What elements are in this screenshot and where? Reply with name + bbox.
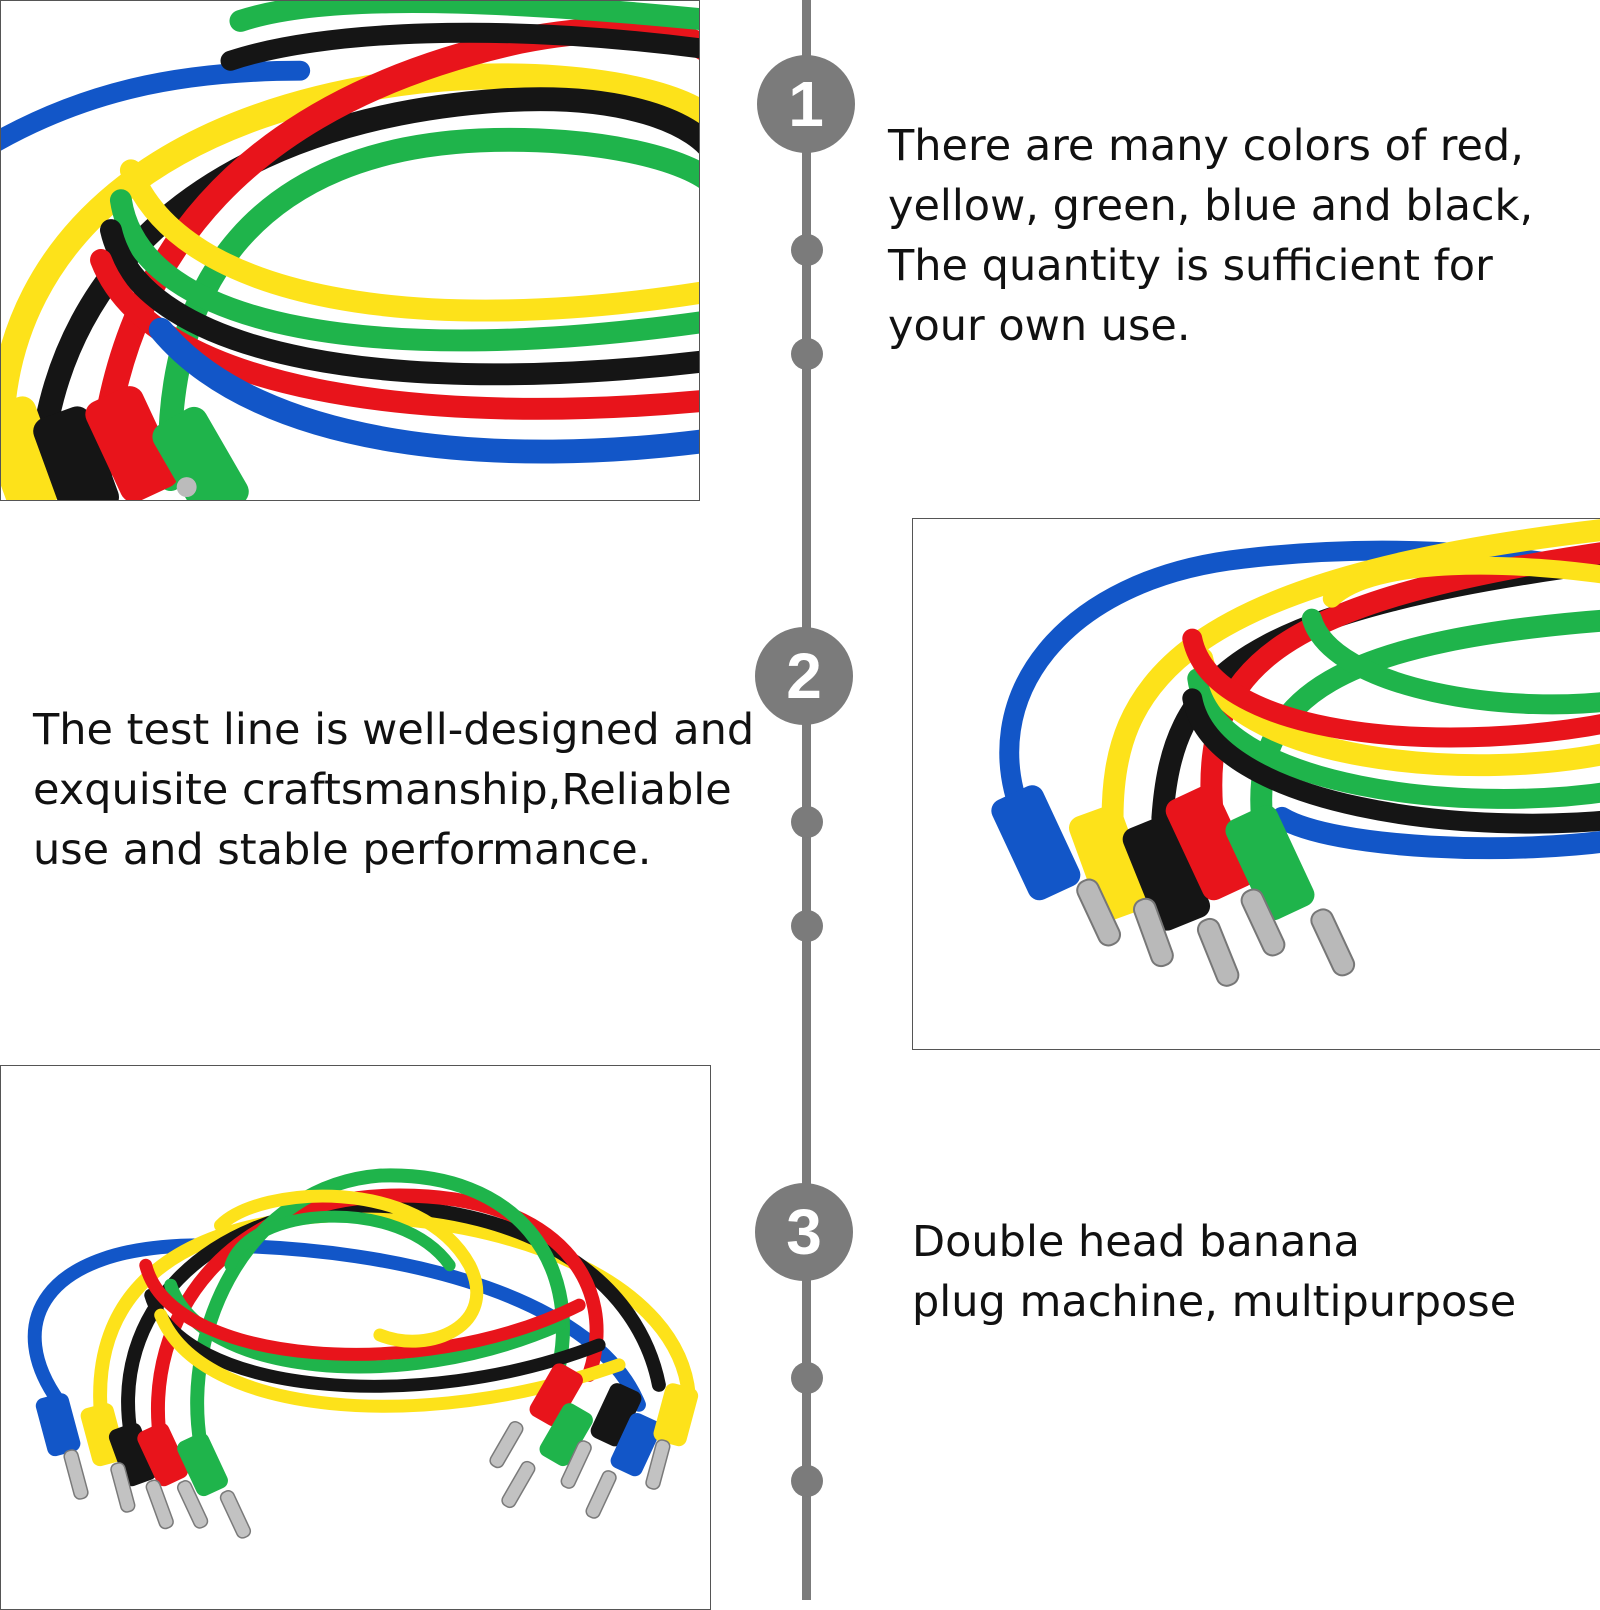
timeline-dot xyxy=(791,1362,823,1394)
cable-angled-illustration xyxy=(991,519,1600,987)
caption-line: yellow, green, blue and black, xyxy=(888,181,1534,231)
caption-line: your own use. xyxy=(888,301,1191,351)
product-photo-angled xyxy=(912,518,1600,1050)
cable-closeup-illustration xyxy=(1,1,699,500)
timeline-line xyxy=(802,0,811,1600)
step-1-badge: 1 xyxy=(757,55,855,153)
step-2-description: The test line is well-designed and exqui… xyxy=(33,700,773,880)
caption-line: use and stable performance. xyxy=(33,825,652,875)
timeline-dot xyxy=(791,338,823,370)
timeline-dot xyxy=(791,1465,823,1497)
caption-line: There are many colors of red, xyxy=(888,121,1524,171)
caption-line: The quantity is sufficient for xyxy=(888,241,1493,291)
product-photo-full-set xyxy=(0,1065,711,1610)
product-photo-closeup xyxy=(0,0,700,501)
caption-line: exquisite craftsmanship,Reliable xyxy=(33,765,732,815)
timeline-dot xyxy=(791,910,823,942)
step-3-badge: 3 xyxy=(755,1183,853,1281)
step-1-description: There are many colors of red, yellow, gr… xyxy=(888,116,1533,356)
step-3-description: Double head banana plug machine, multipu… xyxy=(912,1212,1516,1332)
caption-line: Double head banana xyxy=(912,1217,1360,1267)
caption-line: plug machine, multipurpose xyxy=(912,1277,1517,1327)
caption-line: The test line is well-designed and xyxy=(33,705,755,755)
step-2-badge: 2 xyxy=(755,627,853,725)
timeline-dot xyxy=(791,806,823,838)
timeline-dot xyxy=(791,234,823,266)
cable-full-set-illustration xyxy=(27,1168,699,1539)
